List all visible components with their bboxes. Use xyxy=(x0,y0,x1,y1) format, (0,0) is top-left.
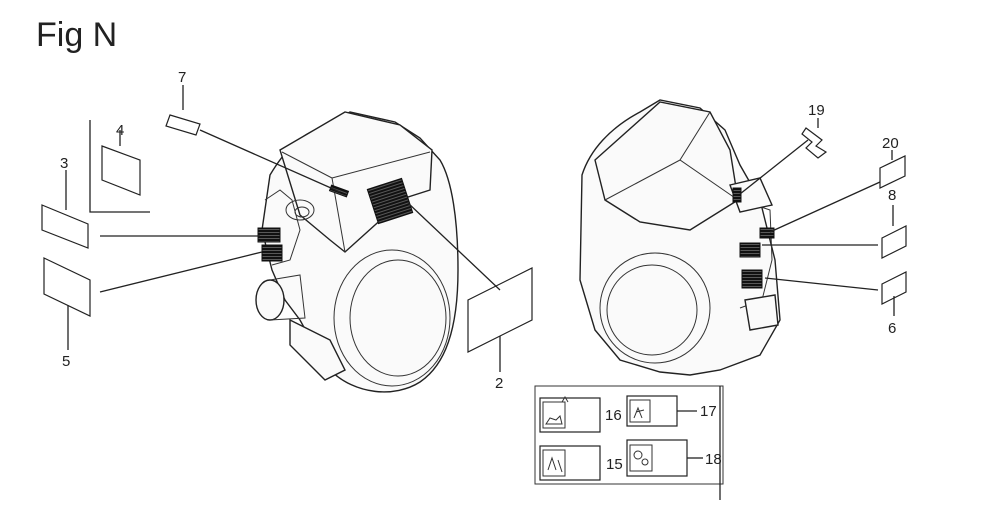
decal-17 xyxy=(626,395,678,427)
decal-8 xyxy=(881,225,907,259)
decal-spot-8 xyxy=(739,242,761,258)
decal-19 xyxy=(801,127,828,159)
label-set-box: 16 17 15 18 xyxy=(534,385,724,500)
right-engine xyxy=(579,99,781,376)
label-5: 5 xyxy=(62,353,70,370)
decal-16 xyxy=(539,397,601,433)
label-15: 15 xyxy=(606,456,623,473)
label-8: 8 xyxy=(888,187,896,204)
label-18: 18 xyxy=(705,451,722,468)
label-2: 2 xyxy=(495,375,503,392)
decal-5 xyxy=(43,257,91,317)
label-4: 4 xyxy=(116,122,124,139)
decal-spot-3 xyxy=(257,227,281,243)
left-engine xyxy=(255,111,459,393)
decal-7 xyxy=(165,114,201,136)
decal-15 xyxy=(539,445,601,481)
decal-18 xyxy=(626,439,688,477)
decal-2 xyxy=(467,267,533,353)
decal-spot-2 xyxy=(366,177,414,225)
label-17: 17 xyxy=(700,403,717,420)
label-7: 7 xyxy=(178,69,186,86)
decal-20 xyxy=(879,155,906,189)
label-6: 6 xyxy=(888,320,896,337)
decal-spot-5 xyxy=(261,244,283,262)
decal-spot-6 xyxy=(741,269,763,289)
decal-3 xyxy=(41,204,89,249)
decal-spot-20 xyxy=(759,227,775,239)
label-19: 19 xyxy=(808,102,825,119)
decal-4 xyxy=(101,145,141,196)
label-3: 3 xyxy=(60,155,68,172)
label-20: 20 xyxy=(882,135,899,152)
label-16: 16 xyxy=(605,407,622,424)
figure-title: Fig N xyxy=(36,16,117,54)
decal-spot-19 xyxy=(732,187,742,203)
decal-6 xyxy=(881,271,907,305)
